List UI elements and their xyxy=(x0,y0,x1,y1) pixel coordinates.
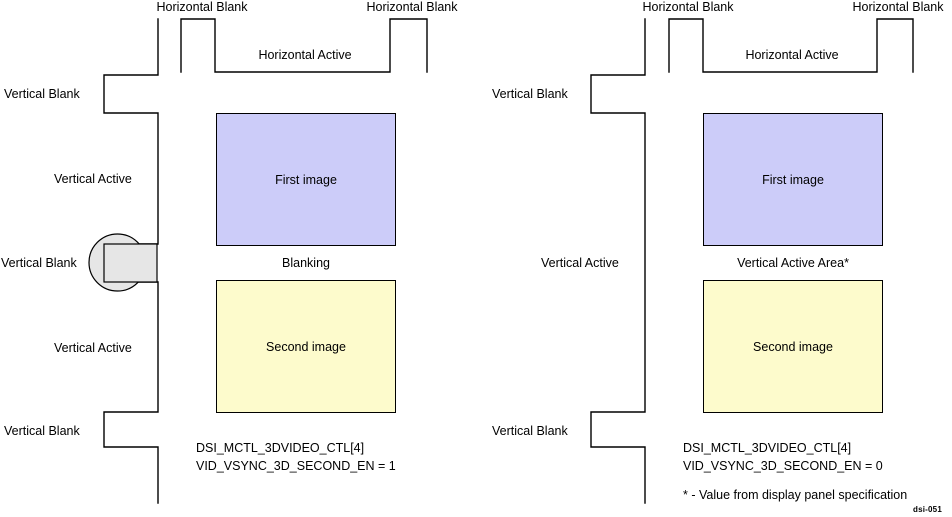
left-register-note-line1: DSI_MCTL_3DVIDEO_CTL[4] xyxy=(196,441,365,455)
right-vertical-active-area-label: Vertical Active Area* xyxy=(737,256,849,270)
left-first-image-box: First image xyxy=(216,113,396,246)
right-register-note-line2: VID_VSYNC_3D_SECOND_EN = 0 xyxy=(683,459,883,473)
right-vertical-blank-bottom-label: Vertical Blank xyxy=(492,424,568,438)
left-horizontal-active-label: Horizontal Active xyxy=(258,48,352,62)
left-vertical-blank-middle-label: Vertical Blank xyxy=(1,256,77,270)
left-second-image-label: Second image xyxy=(266,339,346,354)
right-horizontal-sync-waveform xyxy=(669,19,913,72)
right-vertical-active-middle-label: Vertical Active xyxy=(541,256,619,270)
left-vertical-active-bottom-label: Vertical Active xyxy=(54,341,132,355)
figure-id-label: dsi-051 xyxy=(913,505,942,514)
right-horizontal-blank-left-label: Horizontal Blank xyxy=(642,0,734,14)
left-vertical-sync-waveform xyxy=(104,19,158,503)
left-horizontal-blank-right-label: Horizontal Blank xyxy=(366,0,458,14)
right-first-image-box: First image xyxy=(703,113,883,246)
left-register-note-line2: VID_VSYNC_3D_SECOND_EN = 1 xyxy=(196,459,396,473)
left-second-image-box: Second image xyxy=(216,280,396,413)
vertical-blank-highlight-circle xyxy=(88,233,147,292)
right-footnote: * - Value from display panel specificati… xyxy=(683,488,908,502)
left-vertical-blank-bottom-label: Vertical Blank xyxy=(4,424,80,438)
left-vertical-blank-top-label: Vertical Blank xyxy=(4,87,80,101)
left-horizontal-blank-left-label: Horizontal Blank xyxy=(156,0,248,14)
left-horizontal-sync-waveform xyxy=(181,19,427,72)
right-horizontal-active-label: Horizontal Active xyxy=(745,48,839,62)
vertical-blank-highlight-square xyxy=(103,243,158,283)
right-horizontal-blank-right-label: Horizontal Blank xyxy=(852,0,944,14)
left-vertical-active-top-label: Vertical Active xyxy=(54,172,132,186)
left-first-image-label: First image xyxy=(275,172,337,187)
left-blanking-label: Blanking xyxy=(282,256,330,270)
right-second-image-label: Second image xyxy=(753,339,833,354)
right-second-image-box: Second image xyxy=(703,280,883,413)
right-vertical-blank-top-label: Vertical Blank xyxy=(492,87,568,101)
right-first-image-label: First image xyxy=(762,172,824,187)
right-register-note-line1: DSI_MCTL_3DVIDEO_CTL[4] xyxy=(683,441,852,455)
